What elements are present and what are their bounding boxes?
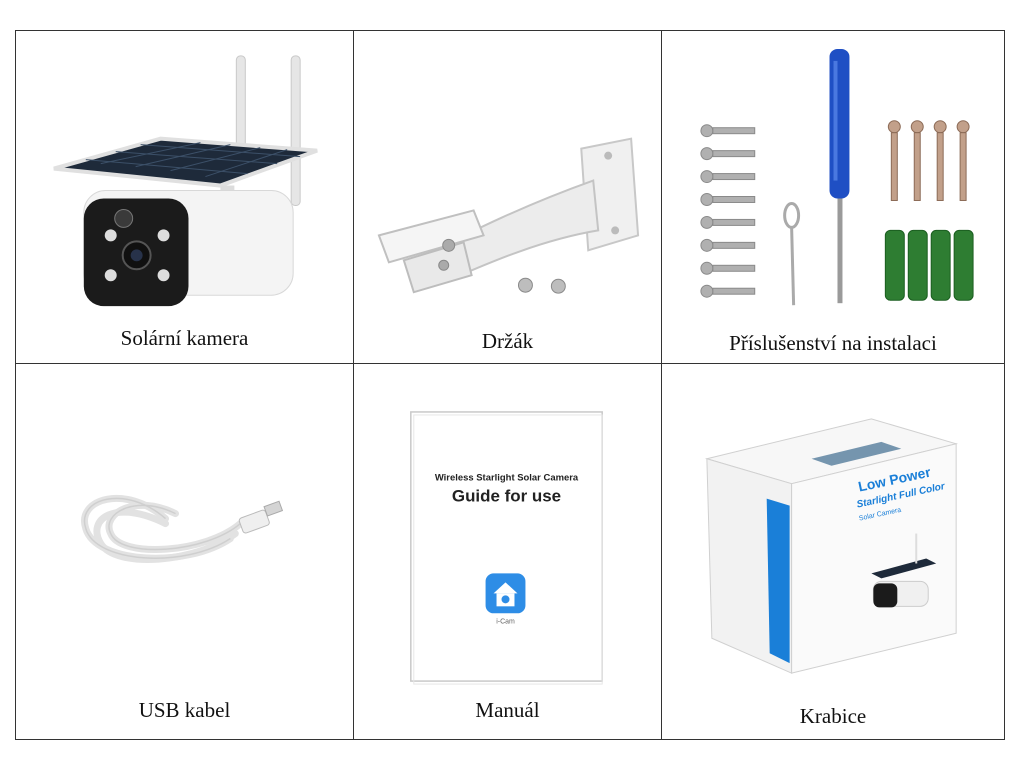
item-bracket: Držák	[354, 31, 662, 364]
product-contents-grid: Solární kamera Držák	[15, 30, 1005, 740]
manual-title-line1: Wireless Starlight Solar Camera	[435, 473, 579, 484]
usb-cable-icon	[81, 494, 284, 563]
solar-camera-icon	[53, 55, 318, 307]
item-usb-cable: USB kabel	[16, 364, 354, 739]
box-icon: Low Power Starlight Full Color Solar Cam…	[704, 418, 959, 674]
bracket-icon	[377, 137, 640, 294]
caption-usb-cable: USB kabel	[138, 698, 231, 722]
caption-accessories: Příslušenství na instalaci	[729, 331, 937, 355]
manual-icon: Wireless Starlight Solar Camera Guide fo…	[410, 411, 603, 685]
item-manual: Wireless Starlight Solar Camera Guide fo…	[354, 364, 662, 739]
caption-bracket: Držák	[481, 329, 534, 353]
screws-icon	[700, 48, 974, 306]
item-box: Low Power Starlight Full Color Solar Cam…	[662, 364, 1004, 739]
manual-title-line2: Guide for use	[452, 487, 561, 506]
caption-manual: Manuál	[475, 698, 540, 722]
item-accessories: Příslušenství na instalaci	[662, 31, 1004, 364]
app-label: i-Cam	[496, 618, 515, 625]
item-solar-camera: Solární kamera	[16, 31, 354, 364]
caption-solar-camera: Solární kamera	[120, 326, 249, 350]
caption-box: Krabice	[799, 704, 867, 728]
